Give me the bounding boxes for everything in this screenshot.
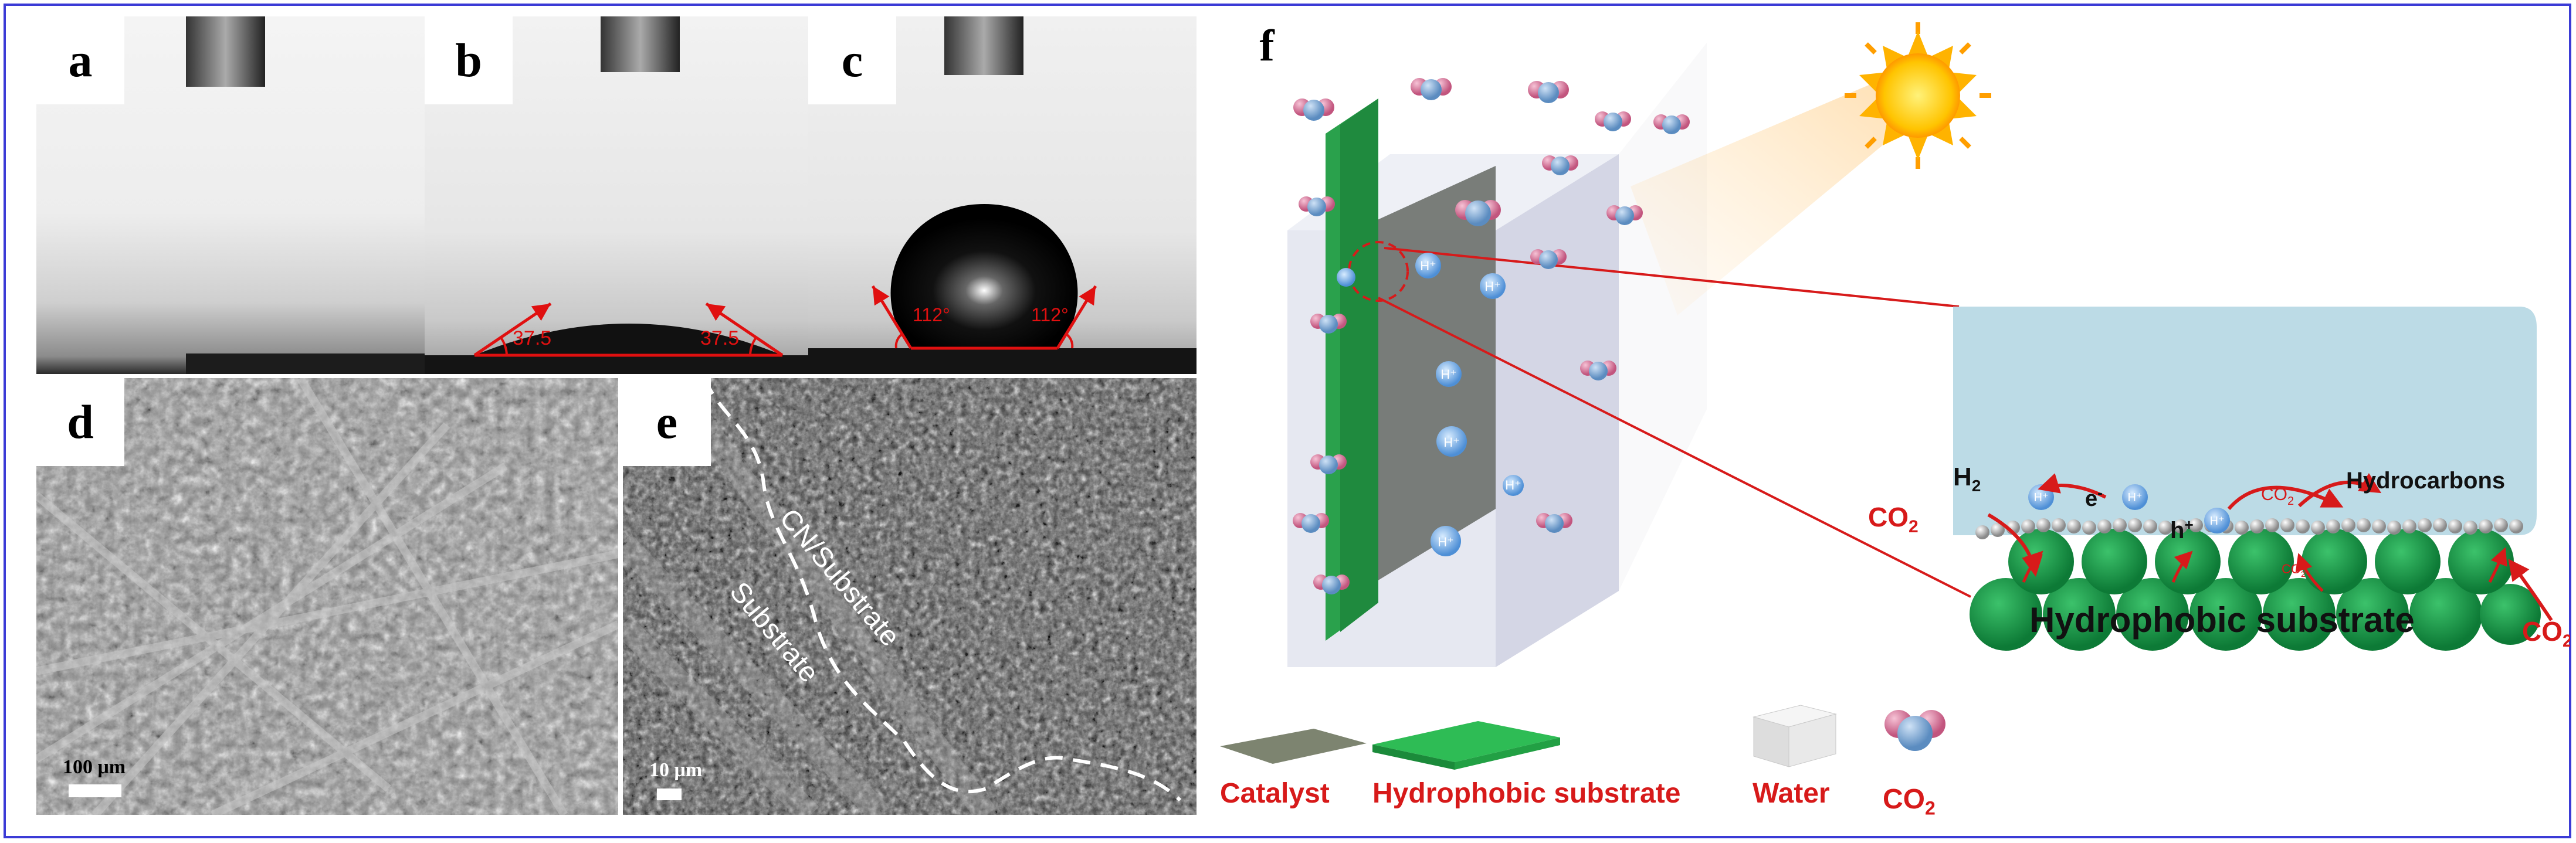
label-hole: h+ [2170,516,2194,543]
panel-f-schematic: H⁺ H⁺ H⁺ H⁺ H⁺ H⁺ [1208,11,2570,831]
panel-e-sem-image: CN/Substrate Substrate e 10 μm [623,378,1197,815]
panel-c: 112° 112° c [808,16,1197,374]
label-co2-inset: CO2 [2261,485,2294,508]
contact-angle-b-right: 37.5 [700,327,739,349]
label-hydrocarbons: Hydrocarbons [2346,468,2505,494]
zoom-inset: H⁺ H⁺ H⁺ H2 e- h+ CO2 Hydrocarbons CO2 C… [1868,307,2570,651]
scale-label-d: 100 μm [63,756,126,778]
panel-label-d: d [36,378,124,466]
panel-a: a [36,16,425,374]
scale-bar-d [69,784,121,797]
legend-label-catalyst: Catalyst [1220,778,1330,809]
needle [186,16,425,374]
label-electron: e- [2085,484,2103,511]
svg-text:H⁺: H⁺ [2128,491,2143,504]
svg-text:H⁺: H⁺ [1443,435,1460,450]
substrate-spheres [1970,529,2541,651]
legend-substrate-swatch [1372,721,1560,762]
panel-b: 37.5 37.5 b [425,16,808,374]
legend-label-water: Water [1753,778,1830,809]
legend-label-hydrophobic-substrate: Hydrophobic substrate [1372,778,1681,809]
figure-frame [4,4,2571,838]
svg-text:H⁺: H⁺ [1420,259,1436,273]
label-co2-small: CO2 [2282,562,2306,579]
svg-text:H⁺: H⁺ [1438,535,1454,549]
legend-co2-icon [1884,710,1945,751]
legend [1220,705,1945,770]
panel-label-a: a [36,16,124,104]
contact-angle-c-left: 112° [913,304,950,325]
co2-molecules [1293,78,1690,594]
panel-label-b: b [425,16,513,104]
svg-text:H⁺: H⁺ [1484,279,1501,294]
contact-angle-c-right: 112° [1031,304,1069,325]
catalyst-layer [1361,166,1496,591]
sun-icon [1845,22,1991,169]
water-droplet-c [890,204,1078,348]
legend-label-co2: CO2 [1883,784,1936,819]
hydrophobic-substrate-plate [1326,98,1378,641]
svg-text:H⁺: H⁺ [1440,367,1457,382]
label-hydrophobic-substrate: Hydrophobic substrate [2029,600,2415,640]
legend-water-swatch [1753,705,1837,767]
proton-ions: H⁺ H⁺ H⁺ H⁺ H⁺ H⁺ [1337,253,1524,556]
legend-catalyst-swatch [1220,729,1367,764]
svg-text:H⁺: H⁺ [2210,515,2225,528]
label-co2-left: CO2 [1868,502,1919,536]
svg-text:H⁺: H⁺ [1505,478,1521,492]
label-h2: H2 [1953,463,1981,495]
panel-label-e: e [623,378,711,466]
panel-d-sem-image: d 100 μm [36,378,618,815]
scale-bar-e [657,788,682,800]
scale-label-e: 10 μm [649,759,703,781]
panel-label-f: f [1259,21,1275,70]
contact-angle-b-left: 37.5 [513,327,551,349]
svg-text:H⁺: H⁺ [2034,491,2049,504]
label-co2-right: CO2 [2522,616,2570,651]
water-droplet-b [474,324,782,355]
panel-label-c: c [808,16,896,104]
